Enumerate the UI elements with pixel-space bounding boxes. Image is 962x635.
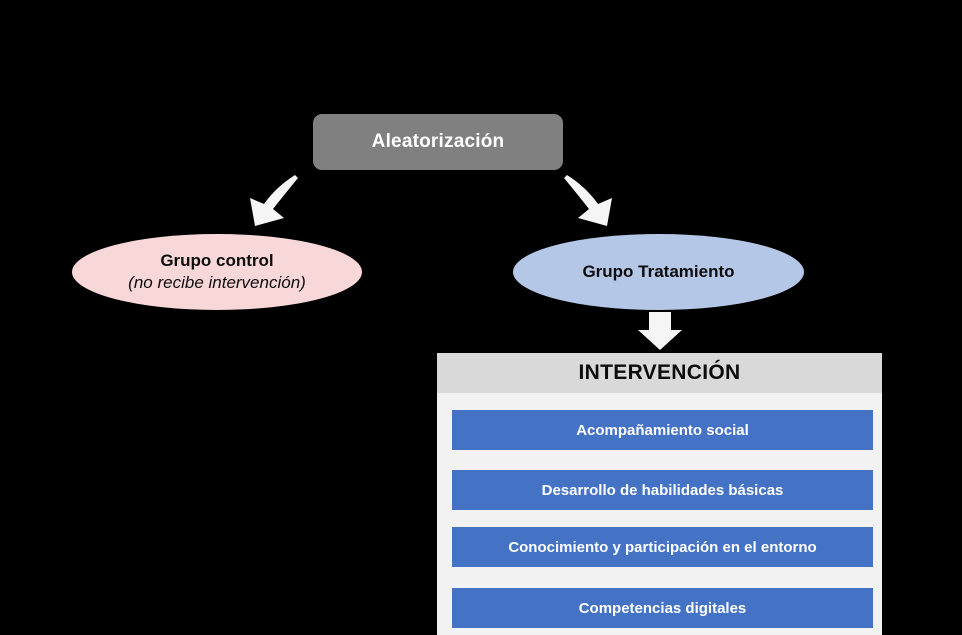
intervention-item-desarrollo-habilidades: Desarrollo de habilidades básicas bbox=[452, 470, 873, 510]
intervention-header: INTERVENCIÓN bbox=[437, 353, 882, 393]
control-group-subtitle: (no recibe intervención) bbox=[128, 273, 306, 292]
intervention-item-competencias-digitales: Competencias digitales bbox=[452, 588, 873, 628]
intervention-item-conocimiento-participacion: Conocimiento y participación en el entor… bbox=[452, 527, 873, 567]
block-arrow-down-icon bbox=[638, 312, 682, 350]
treatment-group-ellipse: Grupo Tratamiento bbox=[513, 234, 804, 310]
intervention-item-acompanamiento-social: Acompañamiento social bbox=[452, 410, 873, 450]
randomization-label: Aleatorización bbox=[371, 131, 505, 152]
control-group-ellipse: Grupo control (no recibe intervención) bbox=[72, 234, 362, 310]
curved-arrow-down-right-icon bbox=[564, 175, 612, 226]
curved-arrow-down-left-icon bbox=[250, 175, 298, 226]
control-group-title: Grupo control bbox=[160, 251, 274, 270]
randomization-box: Aleatorización bbox=[313, 114, 563, 170]
intervention-panel: INTERVENCIÓN Acompañamiento social Desar… bbox=[437, 353, 882, 635]
treatment-group-title: Grupo Tratamiento bbox=[582, 262, 735, 281]
